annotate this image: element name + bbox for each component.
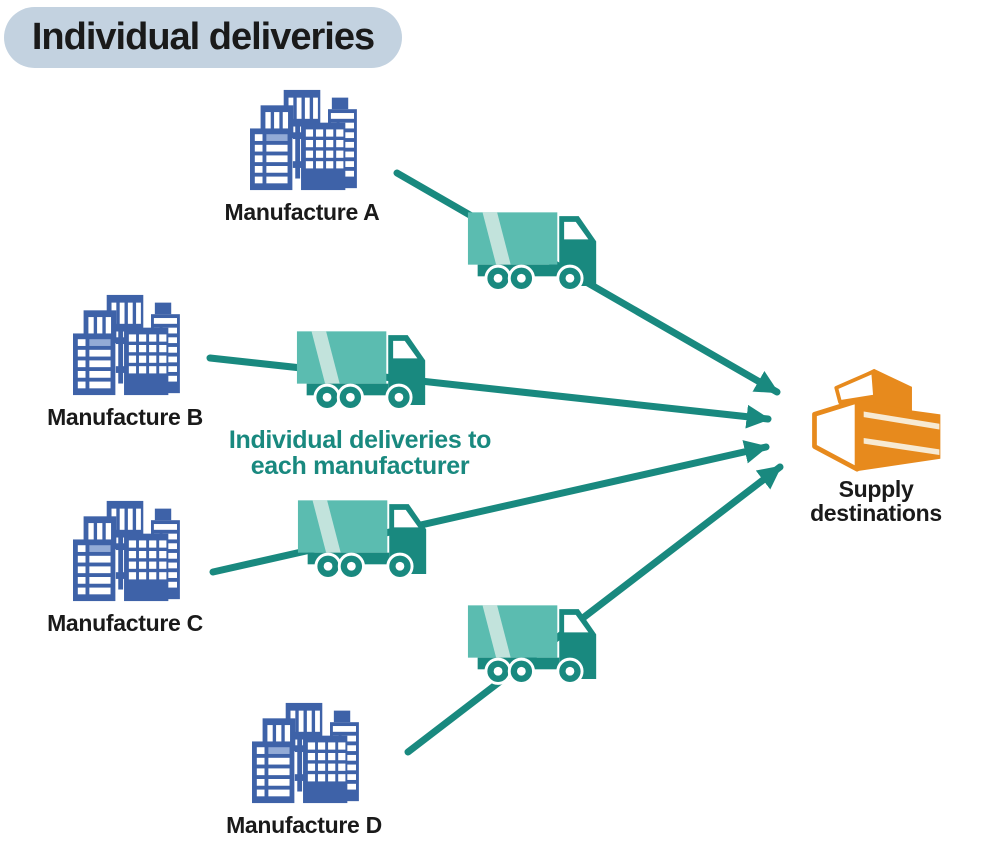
manufacture-b-label: Manufacture B: [47, 404, 203, 430]
note-line-2: each manufacturer: [250, 452, 470, 480]
truck-b: [295, 331, 431, 418]
city-buildings-icon: [247, 701, 361, 805]
warehouse-icon: [805, 367, 947, 473]
manufacture-a-label: Manufacture A: [224, 199, 380, 225]
delivery-truck-icon: [296, 500, 432, 582]
node-manufacture-c: Manufacture C: [45, 499, 205, 635]
arrow-b-to-destination: [206, 354, 772, 429]
manufacture-c-label: Manufacture C: [47, 610, 203, 636]
manufacture-d-label: Manufacture D: [226, 812, 382, 838]
supply-label-line-2: destinations: [810, 500, 942, 526]
node-manufacture-a: Manufacture A: [222, 88, 382, 224]
node-manufacture-d: Manufacture D: [224, 701, 384, 837]
delivery-truck-icon: [466, 605, 602, 687]
city-buildings-icon: [68, 499, 182, 603]
city-buildings-icon: [68, 293, 182, 397]
supply-label-line-1: Supply: [838, 476, 914, 502]
node-manufacture-b: Manufacture B: [45, 293, 205, 429]
individual-deliveries-note: Individual deliveries to each manufactur…: [200, 427, 520, 479]
supply-destinations-label: Supply destinations: [791, 477, 961, 525]
delivery-truck-icon: [466, 212, 602, 294]
city-buildings-icon: [245, 88, 359, 192]
truck-a: [466, 212, 602, 299]
page-title: Individual deliveries: [31, 16, 375, 58]
note-line-1: Individual deliveries to: [228, 426, 492, 454]
delivery-truck-icon: [295, 331, 431, 413]
title-badge: Individual deliveries: [4, 7, 402, 68]
node-supply-destinations: Supply destinations: [791, 367, 961, 525]
truck-c: [296, 500, 432, 587]
truck-d: [466, 605, 602, 692]
